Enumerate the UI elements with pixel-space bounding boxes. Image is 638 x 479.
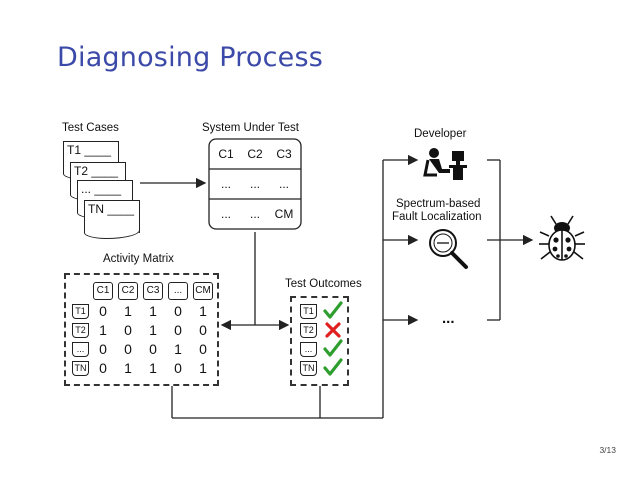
matrix-cell: 1 <box>199 303 207 319</box>
matrix-cell: 0 <box>199 322 207 338</box>
sut-cell: ... <box>278 177 289 191</box>
sut-cell: C3 <box>276 147 292 161</box>
matrix-cell: 0 <box>124 341 132 357</box>
matrix-cell: 0 <box>99 360 107 376</box>
matrix-column-header: C1 <box>93 282 113 300</box>
sut-cell: C2 <box>247 147 263 161</box>
sut-cell: C1 <box>218 147 234 161</box>
sut-cell: ... <box>249 207 260 221</box>
sut-frame <box>208 138 302 230</box>
page-number: 3/13 <box>599 445 616 455</box>
matrix-cell: 1 <box>199 360 207 376</box>
bug-icon <box>539 215 585 261</box>
other-methods-ellipsis: ... <box>442 310 455 327</box>
outcome-label: T1 <box>300 304 317 319</box>
developer-icon <box>423 148 467 180</box>
matrix-cell: 0 <box>174 303 182 319</box>
check-icon <box>323 358 343 376</box>
test-outcomes-label: Test Outcomes <box>285 278 362 290</box>
matrix-column-header: C2 <box>118 282 138 300</box>
magnifier-icon <box>429 229 468 269</box>
system-under-test-grid: C1 C2 C3 ... ... ... ... ... CM <box>208 138 302 230</box>
check-icon <box>323 339 343 357</box>
outcome-label: TN <box>300 361 317 376</box>
matrix-cell: 0 <box>174 360 182 376</box>
matrix-cell: 1 <box>174 341 182 357</box>
activity-matrix-box <box>64 273 219 386</box>
matrix-cell: 0 <box>99 303 107 319</box>
outcome-label: ... <box>300 342 317 357</box>
matrix-column-header: ... <box>168 282 188 300</box>
sut-cell: ... <box>220 177 231 191</box>
outcome-marks <box>323 301 343 376</box>
developer-label: Developer <box>414 128 467 140</box>
matrix-cell: 0 <box>149 341 157 357</box>
matrix-cell: 0 <box>124 322 132 338</box>
activity-matrix-label: Activity Matrix <box>103 253 174 265</box>
matrix-column-header: C3 <box>143 282 163 300</box>
sut-cell: ... <box>249 177 260 191</box>
slide-title: Diagnosing Process <box>57 42 324 73</box>
matrix-cell: 0 <box>199 341 207 357</box>
system-under-test-label: System Under Test <box>202 122 299 134</box>
matrix-cell: 1 <box>149 303 157 319</box>
test-cases-label: Test Cases <box>62 122 119 134</box>
sbfl-label-line2: Fault Localization <box>392 211 482 223</box>
matrix-cell: 1 <box>149 360 157 376</box>
matrix-cell: 1 <box>124 303 132 319</box>
matrix-row-label: ... <box>72 342 89 357</box>
matrix-row-label: T2 <box>72 323 89 338</box>
matrix-cell: 1 <box>99 322 107 338</box>
test-card-n: TN ____ <box>83 200 141 239</box>
matrix-row-label: TN <box>72 361 89 376</box>
sut-cell: ... <box>220 207 231 221</box>
sbfl-label-line1: Spectrum-based <box>396 198 481 210</box>
matrix-column-header: CM <box>193 282 213 300</box>
cross-icon <box>325 322 341 338</box>
check-icon <box>323 301 343 319</box>
matrix-cell: 1 <box>149 322 157 338</box>
matrix-cell: 1 <box>124 360 132 376</box>
matrix-row-label: T1 <box>72 304 89 319</box>
sut-cell: CM <box>274 207 294 221</box>
test-outcomes-box <box>290 296 349 386</box>
outcome-label: T2 <box>300 323 317 338</box>
matrix-cell: 0 <box>99 341 107 357</box>
matrix-cell: 0 <box>174 322 182 338</box>
